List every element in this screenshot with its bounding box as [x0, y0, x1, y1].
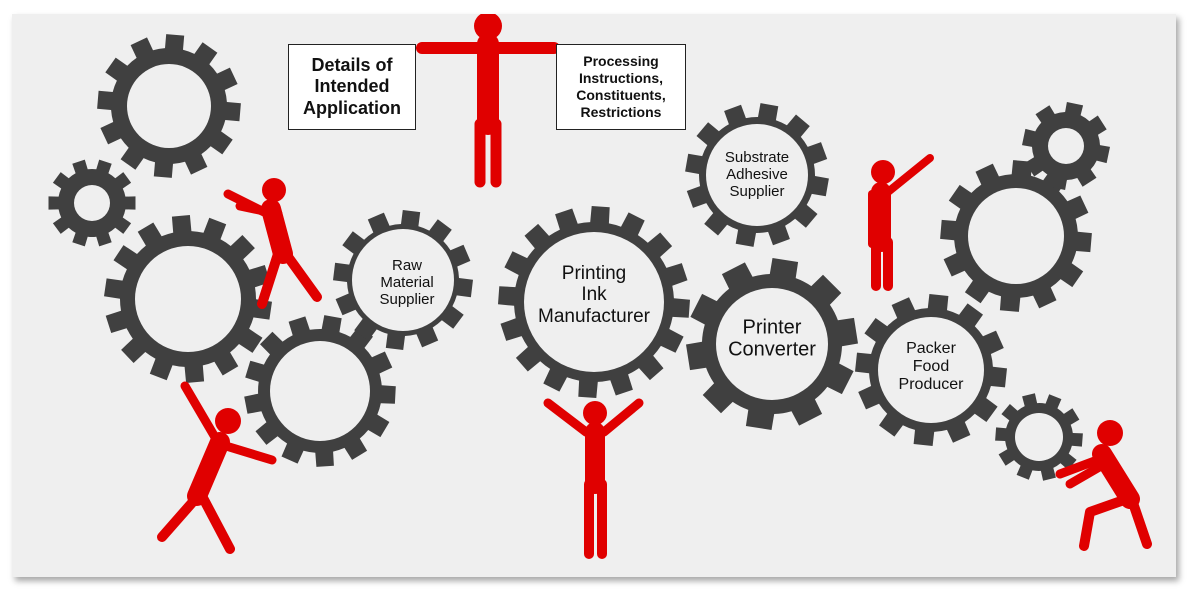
gear-label-line: Packer	[906, 340, 956, 358]
figure-limb	[599, 398, 644, 437]
figure-limb	[1055, 454, 1105, 479]
gear-hole	[706, 124, 808, 226]
gear-label-substrate-adhesive-supplier: Substrate Adhesive Supplier	[724, 148, 790, 200]
gear-label-line: Supplier	[379, 290, 435, 308]
gear-small-right-icon	[995, 393, 1083, 481]
diagram-canvas: Details of Intended Application Processi…	[12, 14, 1176, 577]
gear-label-line: Ink	[581, 284, 607, 306]
gear-hole	[1015, 413, 1063, 461]
gear-label-line: Manufacturer	[538, 305, 650, 327]
person-holding-gear-icon	[543, 398, 644, 559]
gear-label-line: Substrate	[724, 148, 790, 166]
figure-limb	[157, 491, 203, 542]
gear-hole	[74, 185, 110, 221]
figure-limb	[221, 441, 277, 465]
callout-line: Details of	[311, 54, 393, 75]
gear-label-printer-converter: Printer Converter	[728, 317, 816, 362]
gear-label-line: Printer	[742, 316, 802, 339]
gear-far-left-icon	[48, 159, 136, 247]
figure-head	[474, 14, 502, 40]
person-pushing-gear-icon	[223, 178, 322, 309]
gear-hole	[135, 246, 241, 352]
figure-limb	[1127, 495, 1152, 549]
gear-packer-icon	[855, 294, 1007, 446]
gear-scene	[48, 14, 1152, 559]
person-arms-spread-icon	[416, 14, 560, 188]
callout-line: Restrictions	[580, 104, 662, 121]
gear-label-printing-ink-manufacturer: Printing Ink Manufacturer	[538, 263, 650, 327]
figure-head	[1097, 420, 1123, 446]
gear-label-line: Food	[912, 358, 950, 376]
gear-label-packer-food-producer: Packer Food Producer	[899, 340, 964, 394]
gear-label-line: Converter	[728, 339, 816, 361]
gear-printing-ink-icon	[498, 206, 690, 398]
figure-limb	[1079, 495, 1129, 551]
figure-head	[871, 160, 895, 184]
figure-limb	[281, 249, 322, 302]
gear-label-line: Material	[380, 273, 434, 291]
figure-head	[262, 178, 286, 202]
figure-limb	[257, 249, 283, 309]
gear-label-line: Supplier	[729, 182, 785, 200]
gear-hole	[968, 188, 1064, 284]
gear-top-left-icon	[97, 34, 241, 178]
callout-processing-instructions: Processing Instructions, Constituents, R…	[556, 44, 686, 130]
gear-hole	[878, 317, 984, 423]
callout-intended-application: Details of Intended Application	[288, 44, 416, 130]
gear-label-line: Producer	[898, 375, 964, 393]
figure-limb	[180, 381, 224, 449]
callout-line: Constituents,	[576, 87, 666, 103]
gear-left-large-icon	[104, 215, 272, 383]
gear-hole	[352, 229, 454, 331]
gear-top-right-icon	[1022, 102, 1110, 190]
gear-hole	[1048, 128, 1084, 164]
person-pointing-icon	[868, 154, 934, 291]
gear-hole	[524, 232, 664, 372]
gear-label-raw-material-supplier: Raw Material Supplier	[379, 256, 435, 308]
callout-line: Processing	[583, 52, 659, 69]
gear-substrate-icon	[685, 103, 829, 247]
gear-lower-left-icon	[244, 315, 396, 467]
gear-right-large-icon	[940, 160, 1092, 312]
gear-label-line: Adhesive	[726, 165, 788, 183]
gear-printer-converter-icon	[686, 258, 858, 430]
callout-line: Application	[303, 97, 401, 118]
figure-limb	[1065, 457, 1113, 489]
callout-line: Instructions,	[578, 69, 663, 86]
figure-limb	[187, 432, 230, 506]
gear-hole	[127, 64, 211, 148]
callout-line: Intended	[314, 76, 390, 97]
gear-label-line: Printing	[561, 263, 627, 285]
figure-limb	[884, 154, 934, 196]
gear-raw-material-icon	[333, 210, 473, 350]
gear-hole	[716, 288, 828, 400]
figure-limb	[235, 201, 283, 219]
figure-limb	[543, 398, 591, 437]
gear-label-line: Raw	[391, 256, 423, 274]
person-crouch-pushing-icon	[1055, 420, 1152, 551]
figure-limb	[197, 491, 235, 554]
person-lifting-gear-icon	[157, 381, 277, 554]
figure-head	[583, 401, 607, 425]
gear-hole	[270, 341, 370, 441]
figure-head	[215, 408, 241, 434]
